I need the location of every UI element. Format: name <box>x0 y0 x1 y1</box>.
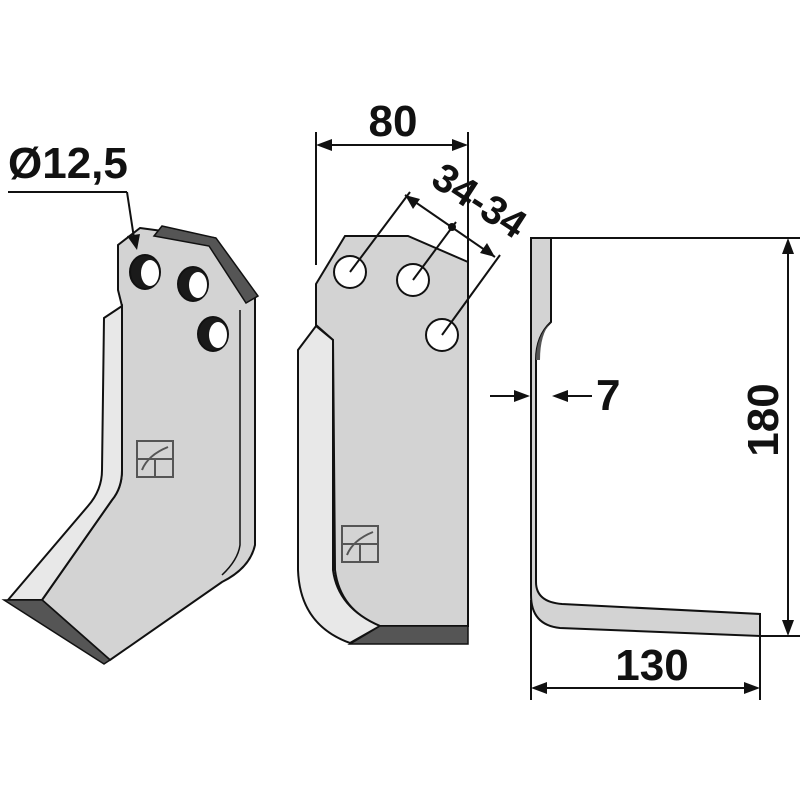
width-dimension: 80 <box>315 97 469 265</box>
width-label: 80 <box>369 97 418 146</box>
square-logo-icon <box>136 440 174 478</box>
blade-body <box>40 226 256 662</box>
hole-highlight <box>189 272 207 298</box>
blade-front-view <box>297 235 469 645</box>
thickness-dimension: 7 <box>490 371 620 420</box>
square-logo-icon <box>341 525 379 563</box>
blade-top-bevel <box>152 225 260 305</box>
blade-body <box>315 235 469 627</box>
blade-perspective-view <box>1 225 260 665</box>
hole-highlight <box>141 260 159 286</box>
hole-diameter-dimension: Ø12,5 <box>8 139 140 250</box>
hole-spacing-label: 34-34 <box>424 155 534 248</box>
length-dimension: 130 <box>530 600 761 700</box>
blade-right-edge <box>221 310 241 576</box>
thickness-label: 7 <box>596 371 620 420</box>
blade-cutting-wing <box>297 324 383 645</box>
blade-sharpened-edge <box>1 599 112 665</box>
blade-profile-shape <box>530 237 761 638</box>
height-label: 180 <box>739 383 788 456</box>
hole-highlight <box>209 322 227 348</box>
hole-diameter-label: Ø12,5 <box>8 139 128 188</box>
length-label: 130 <box>615 641 688 690</box>
blade-side-profile <box>530 237 761 638</box>
height-dimension: 180 <box>551 237 800 637</box>
blade-sharpened-edge <box>347 625 469 645</box>
blade-profile-bevel <box>536 322 551 360</box>
